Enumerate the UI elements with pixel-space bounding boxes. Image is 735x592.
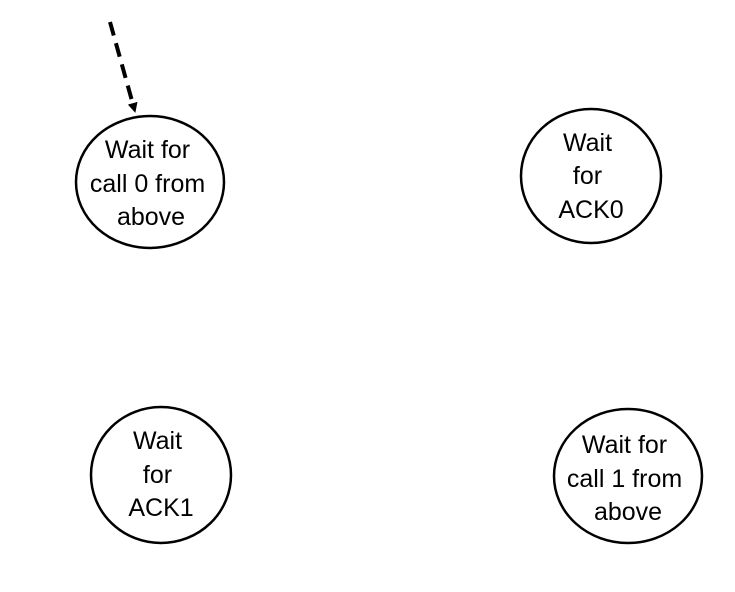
svg-text:Wait for ACK0: Wait for ACK0 [558,129,623,224]
state-wait-call-0: Wait for call 0 from above [74,114,226,250]
state-label-line: Wait for [582,431,667,459]
state-label-line: call 0 from [90,170,205,198]
state-wait-ack-0: Wait for ACK0 [519,107,663,245]
svg-text:Wait for call 0 from: Wait for call 0 from above [90,136,212,231]
state-circle [74,114,226,250]
state-label-line: Wait for [105,136,190,164]
svg-text:Wait for ACK1: Wait for ACK1 [128,427,193,522]
state-label-line: above [594,498,662,526]
initial-state-arrow [108,21,138,113]
state-label-line: call 1 from [567,465,682,493]
state-wait-call-1: Wait for call 1 from above [552,407,704,545]
state-wait-ack-1: Wait for ACK1 [89,405,233,545]
state-circle [89,405,233,545]
state-label-line: Wait [133,427,182,455]
svg-text:Wait for call 1 from: Wait for call 1 from above [567,431,689,526]
state-circle [519,107,663,245]
state-label-line: ACK0 [558,196,623,224]
state-label-line: Wait [563,129,612,157]
state-label-line: above [117,203,185,231]
state-label-line: for [573,162,602,190]
state-label-line: for [143,461,172,489]
state-label-line: ACK1 [128,494,193,522]
state-circle [552,407,704,545]
